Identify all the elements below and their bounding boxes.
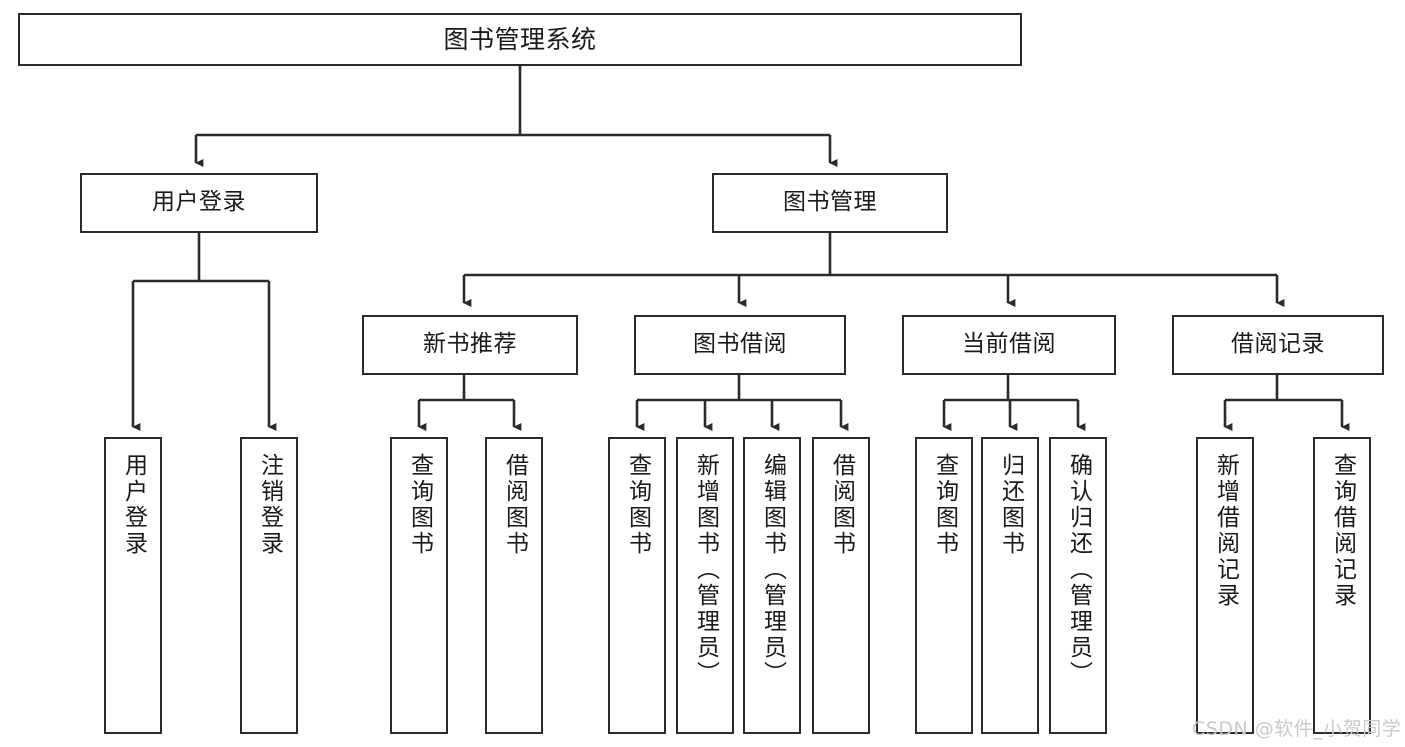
node-label: 借阅记录	[1231, 331, 1325, 358]
node-leaf-user-login[interactable]: 用户登录	[104, 437, 162, 734]
node-leaf-query-books-borrow[interactable]: 查询图书	[608, 437, 666, 734]
node-current-borrow[interactable]: 当前借阅	[902, 315, 1116, 375]
node-label: 用户登录	[152, 189, 246, 216]
node-label: 归还图书	[997, 453, 1024, 557]
node-label: 编辑图书（管理员）	[759, 453, 786, 687]
node-leaf-confirm-return-admin[interactable]: 确认归还（管理员）	[1049, 437, 1107, 734]
node-root-library-system[interactable]: 图书管理系统	[18, 13, 1022, 66]
node-label: 借阅图书	[828, 453, 855, 557]
node-leaf-add-borrow-record[interactable]: 新增借阅记录	[1196, 437, 1254, 734]
node-leaf-return-books[interactable]: 归还图书	[981, 437, 1039, 734]
node-label: 当前借阅	[962, 331, 1056, 358]
node-label: 新增图书（管理员）	[692, 453, 719, 687]
node-leaf-edit-book-admin[interactable]: 编辑图书（管理员）	[743, 437, 801, 734]
node-book-borrow[interactable]: 图书借阅	[634, 315, 846, 375]
node-label: 图书管理	[783, 189, 877, 216]
node-leaf-query-borrow-record[interactable]: 查询借阅记录	[1313, 437, 1371, 734]
node-label: 查询图书	[624, 453, 651, 557]
node-label: 图书管理系统	[443, 24, 597, 54]
node-leaf-borrow-books-recommend[interactable]: 借阅图书	[485, 437, 543, 734]
node-new-book-recommend[interactable]: 新书推荐	[362, 315, 578, 375]
node-label: 图书借阅	[693, 331, 787, 358]
node-leaf-logout[interactable]: 注销登录	[240, 437, 298, 734]
node-leaf-add-book-admin[interactable]: 新增图书（管理员）	[676, 437, 734, 734]
node-leaf-query-books-current[interactable]: 查询图书	[915, 437, 973, 734]
node-label: 用户登录	[120, 453, 147, 557]
node-label: 注销登录	[256, 453, 283, 557]
node-label: 查询图书	[406, 453, 433, 557]
node-leaf-query-books-recommend[interactable]: 查询图书	[390, 437, 448, 734]
node-label: 借阅图书	[501, 453, 528, 557]
node-label: 查询借阅记录	[1329, 453, 1356, 609]
node-leaf-borrow-books[interactable]: 借阅图书	[812, 437, 870, 734]
node-label: 新增借阅记录	[1212, 453, 1239, 609]
node-user-login[interactable]: 用户登录	[80, 173, 318, 233]
node-label: 查询图书	[931, 453, 958, 557]
node-label: 新书推荐	[423, 331, 517, 358]
node-borrow-record[interactable]: 借阅记录	[1172, 315, 1384, 375]
csdn-watermark: CSDN @软件_小贺同学	[1192, 718, 1402, 740]
node-label: 确认归还（管理员）	[1065, 453, 1092, 687]
node-book-management[interactable]: 图书管理	[712, 173, 948, 233]
